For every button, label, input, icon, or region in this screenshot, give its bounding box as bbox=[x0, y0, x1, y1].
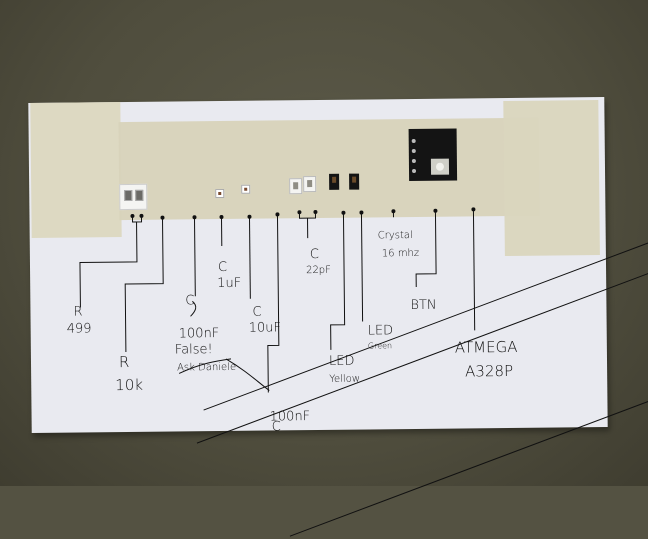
label-led-yellow-kind: LED bbox=[328, 353, 355, 369]
label-mcu-value: A328P bbox=[465, 361, 514, 381]
label-btn: BTN bbox=[410, 297, 437, 314]
label-c22pf-value: 22pF bbox=[306, 264, 331, 277]
label-crystal-value: 16 mhz bbox=[381, 247, 420, 260]
note-ask-daniele: Ask Daniele bbox=[177, 361, 237, 374]
label-c10uf-kind: C bbox=[252, 304, 262, 320]
label-c100nf-bottom-value: 100nF bbox=[269, 409, 311, 425]
label-c22pf-kind: C bbox=[309, 246, 320, 263]
label-r10k-value: 10k bbox=[115, 375, 144, 395]
label-led-green-kind: LED bbox=[367, 323, 394, 339]
note-false: False! bbox=[174, 342, 213, 358]
label-crystal-kind: Crystal bbox=[377, 230, 413, 242]
label-led-green-value: Green bbox=[367, 341, 393, 351]
label-r499-value: 499 bbox=[66, 321, 92, 337]
label-c1uf-value: 1uF bbox=[217, 275, 242, 292]
label-led-yellow-value: Yellow bbox=[329, 373, 361, 385]
label-r499-kind: R bbox=[73, 304, 83, 320]
label-r10k-kind: R bbox=[118, 352, 130, 372]
label-c1uf-kind: C bbox=[217, 259, 228, 276]
label-mcu-kind: ATMEGA bbox=[454, 337, 518, 357]
reference-card: R 499 R 10k C 100nF False! Ask Daniele C… bbox=[28, 96, 608, 434]
label-c10uf-value: 10uF bbox=[248, 320, 282, 336]
